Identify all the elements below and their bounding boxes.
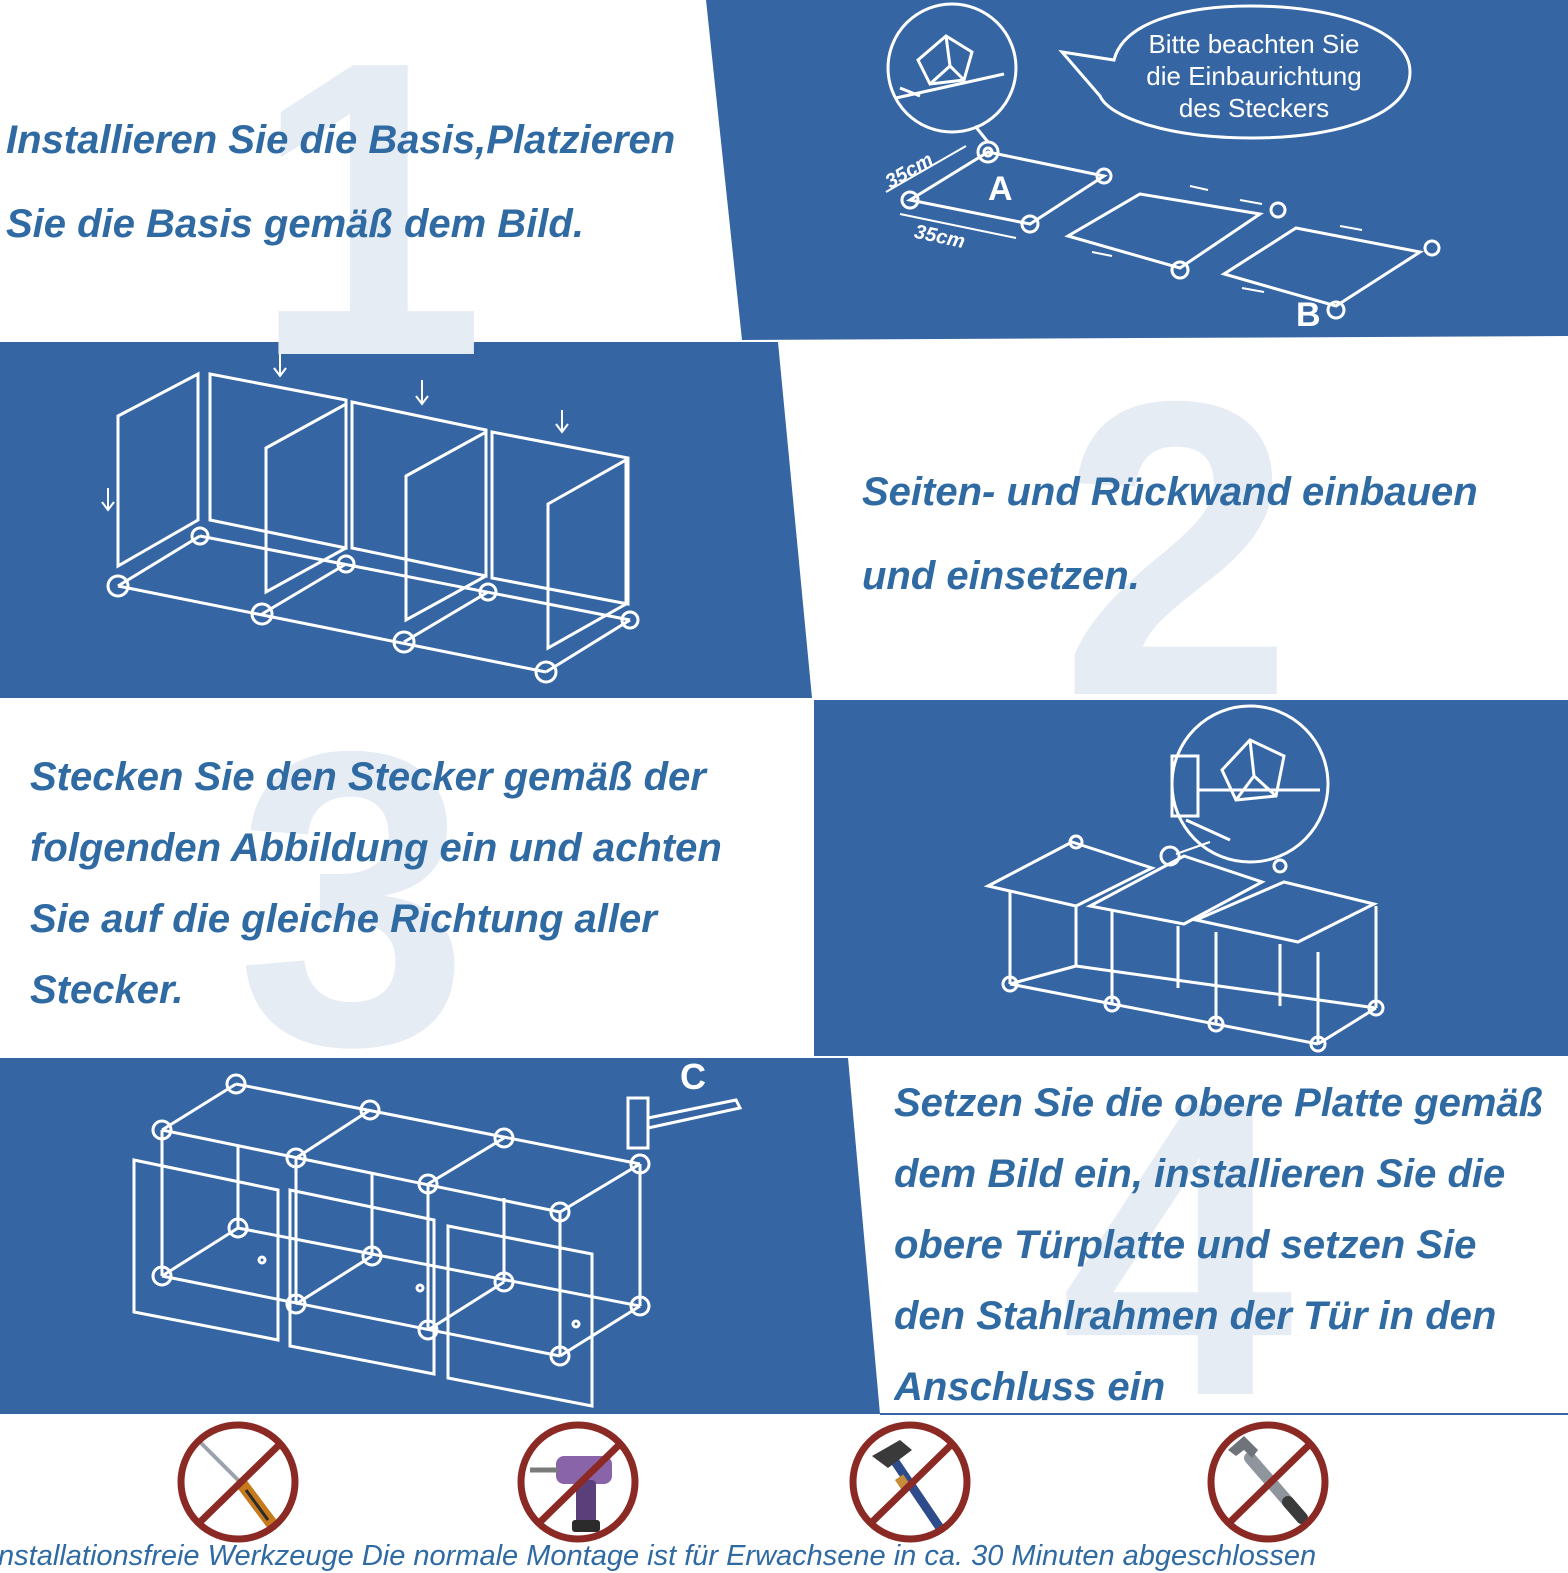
- step-number-1: 1: [252, 0, 486, 444]
- base-panel-a: [905, 150, 1108, 226]
- tool-screwdriver: [177, 1421, 299, 1543]
- wrench-icon: [1228, 1436, 1308, 1524]
- step-1-text: Installieren Sie die Basis,Platzieren Si…: [6, 98, 675, 266]
- panel-top-right: [706, 0, 1568, 340]
- panel-fourth-left: [0, 1058, 880, 1414]
- step-3-line-4: Stecker.: [30, 968, 184, 1012]
- screwdriver-icon: [198, 1440, 278, 1530]
- magnifier-stem: [973, 125, 990, 143]
- hammer-label: C: [680, 1056, 706, 1097]
- prohibit-circle: [1207, 1421, 1329, 1543]
- panel-third-right: [814, 700, 1568, 1056]
- connector-detail-icon: [1170, 738, 1320, 842]
- step-3-line-3: Sie auf die gleiche Richtung aller: [30, 897, 657, 941]
- door-panel-2: [288, 1188, 436, 1376]
- footer-note: Installationsfreie Werkzeuge Die normale…: [0, 1540, 1317, 1572]
- bubble-line-2: die Einbaurichtung: [1146, 61, 1362, 91]
- prohibit-circle: [849, 1421, 971, 1543]
- panel-b-label: B: [1296, 296, 1321, 334]
- step-2-line-2: und einsetzen.: [862, 554, 1140, 598]
- step-number-3: 3: [236, 665, 470, 1134]
- mallet-icon: [626, 1096, 743, 1150]
- top-panel-3: [1191, 880, 1379, 944]
- step-number-4: 4: [1060, 1015, 1294, 1484]
- wall-divider-1: [264, 401, 348, 595]
- step-3-line-2: folgenden Abbildung ein und achten: [30, 826, 722, 870]
- step-4-line-3: obere Türplatte und setzen Sie: [894, 1223, 1477, 1267]
- bubble-text: Bitte beachten Sie die Einbaurichtung de…: [1112, 28, 1396, 124]
- step-3-line-1: Stecken Sie den Stecker gemäß der: [30, 755, 706, 799]
- step-4-line-2: dem Bild ein, installieren Sie die: [894, 1152, 1506, 1196]
- step-2-text: Seiten- und Rückwand einbauen und einset…: [862, 450, 1478, 618]
- panel-a-label: A: [988, 170, 1013, 208]
- wall-side-left: [116, 371, 200, 569]
- step-2-line-1: Seiten- und Rückwand einbauen: [862, 470, 1478, 514]
- connector-icon: [895, 34, 1005, 100]
- bubble-line-1: Bitte beachten Sie: [1148, 29, 1360, 59]
- tool-hammer: [849, 1421, 971, 1543]
- tool-wrench: [1207, 1421, 1329, 1543]
- door-panel-1: [132, 1158, 280, 1342]
- step-3-text: Stecken Sie den Stecker gemäß der folgen…: [30, 742, 722, 1026]
- wall-divider-3: [546, 457, 628, 651]
- speech-bubble: [1058, 4, 1412, 140]
- prohibit-circle: [177, 1421, 299, 1543]
- door-panel-3: [446, 1224, 594, 1408]
- base-panel-b: [1220, 226, 1424, 308]
- step-1-line-2: Sie die Basis gemäß dem Bild.: [6, 202, 584, 246]
- connector-magnifier: [886, 2, 1018, 134]
- step-4-text: Setzen Sie die obere Platte gemäß dem Bi…: [894, 1068, 1568, 1423]
- wall-back-3: [490, 430, 630, 606]
- prohibit-circle: [517, 1421, 639, 1543]
- base-panel-middle: [1064, 192, 1264, 270]
- step-1-line-1: Installieren Sie die Basis,Platzieren: [6, 118, 676, 162]
- tool-drill: [517, 1421, 639, 1543]
- step-4-line-4: den Stahlrahmen der Tür in den: [894, 1294, 1497, 1338]
- step-4-line-5: Anschluss ein: [894, 1365, 1166, 1409]
- top-panel-2: [1085, 854, 1266, 926]
- step-4-line-1: Setzen Sie die obere Platte gemäß: [894, 1081, 1544, 1125]
- wall-divider-2: [404, 429, 488, 623]
- step-number-2: 2: [1060, 315, 1294, 784]
- bubble-line-3: des Steckers: [1178, 93, 1330, 123]
